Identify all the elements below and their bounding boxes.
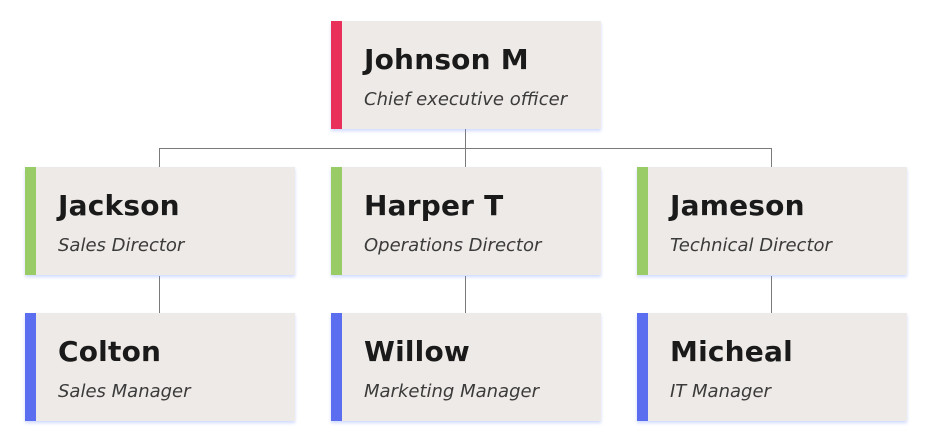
node-role: Sales Manager [58,381,191,402]
node-name: Willow [364,335,470,368]
node-name: Jackson [58,189,180,222]
node-manager-it[interactable]: Micheal IT Manager [637,313,907,421]
node-name: Colton [58,335,162,368]
node-role: IT Manager [670,381,771,402]
director-accent-bar [25,167,36,275]
node-role: Chief executive officer [364,89,568,110]
node-role: Operations Director [364,235,542,256]
manager-accent-bar [25,313,36,421]
node-manager-marketing[interactable]: Willow Marketing Manager [331,313,601,421]
manager-accent-bar [331,313,342,421]
node-name: Harper T [364,189,504,222]
node-role: Technical Director [670,235,832,256]
node-director-operations[interactable]: Harper T Operations Director [331,167,601,275]
node-role: Marketing Manager [364,381,539,402]
manager-accent-bar [637,313,648,421]
node-name: Jameson [670,189,805,222]
executive-accent-bar [331,21,342,129]
director-accent-bar [637,167,648,275]
director-accent-bar [331,167,342,275]
node-name: Micheal [670,335,793,368]
node-ceo[interactable]: Johnson M Chief executive officer [331,21,601,129]
node-manager-sales[interactable]: Colton Sales Manager [25,313,295,421]
node-name: Johnson M [364,43,529,76]
node-role: Sales Director [58,235,185,256]
node-director-technical[interactable]: Jameson Technical Director [637,167,907,275]
node-director-sales[interactable]: Jackson Sales Director [25,167,295,275]
